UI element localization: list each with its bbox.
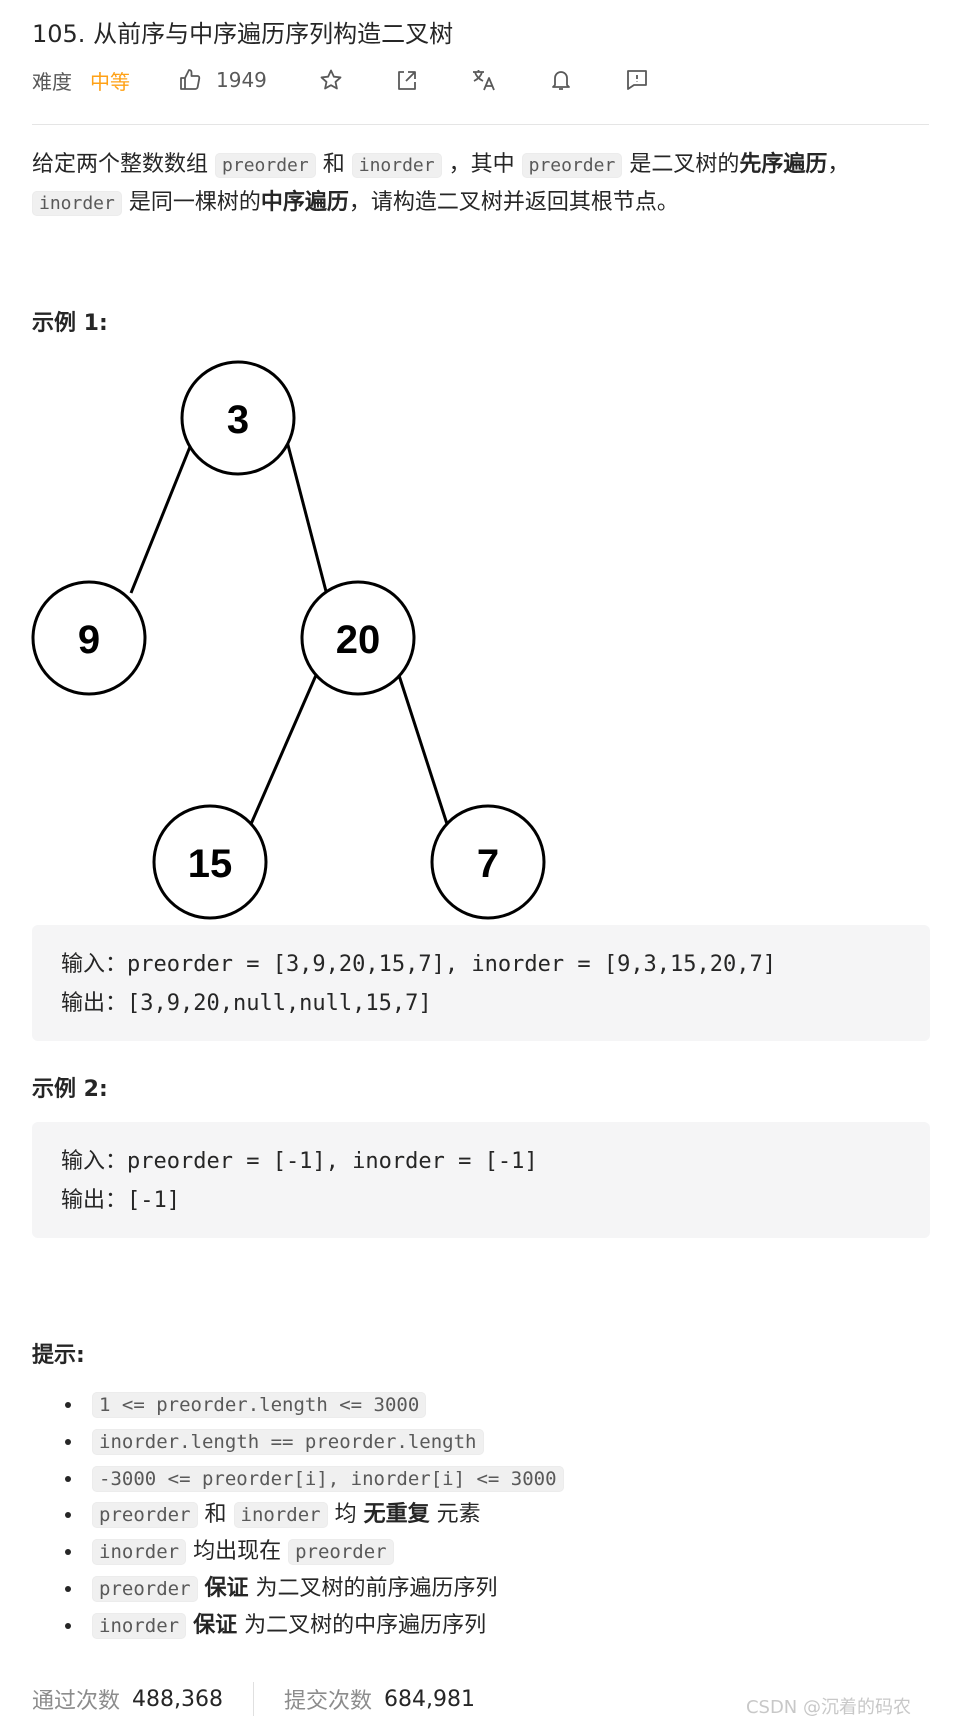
hint-text: 均 — [334, 1502, 357, 1528]
example-input-line: 输入：preorder = [-1], inorder = [-1] — [61, 1149, 538, 1174]
tree-edge — [280, 421, 330, 600]
list-item: preorder 和 inorder 均 无重复 元素 — [84, 1497, 564, 1534]
list-item: inorder.length == preorder.length — [84, 1424, 564, 1461]
example-1-title: 示例 1: — [32, 311, 108, 336]
hint-text: 元素 — [436, 1502, 481, 1528]
example-output-line: 输出：[3,9,20,null,null,15,7] — [61, 991, 432, 1016]
tree-edge — [394, 665, 449, 825]
bell-icon — [552, 71, 570, 90]
list-item: inorder 保证 为二叉树的中序遍历序列 — [84, 1608, 564, 1645]
favorite-button[interactable] — [319, 68, 343, 92]
tree-node-circle — [152, 804, 268, 920]
desc-text: 给定两个整数数组 — [32, 152, 209, 177]
tree-node-label: 15 — [188, 842, 233, 886]
hint-text: 为二叉树的中序遍历序列 — [244, 1612, 487, 1638]
desc-text: ，其中 — [448, 152, 515, 177]
tree-edge — [249, 665, 322, 825]
submissions-count: 684,981 — [384, 1686, 475, 1712]
inline-code: -3000 <= preorder[i], inorder[i] <= 3000 — [92, 1465, 564, 1492]
bold-term: 保证 — [193, 1612, 238, 1638]
inline-code: inorder — [92, 1612, 187, 1639]
inline-code: 1 <= preorder.length <= 3000 — [92, 1392, 427, 1418]
example-2-code-block: 输入：preorder = [-1], inorder = [-1] 输出：[-… — [32, 1122, 930, 1238]
example-output-line: 输出：[-1] — [61, 1188, 180, 1213]
list-item: inorder 均出现在 preorder — [84, 1534, 564, 1571]
tree-node-circle — [300, 580, 416, 696]
accepted-count: 488,368 — [132, 1686, 223, 1712]
hint-text: 均出现在 — [193, 1539, 282, 1565]
difficulty-label: 难度 — [32, 69, 72, 94]
header-divider — [32, 124, 929, 125]
inline-code: preorder — [215, 153, 316, 178]
desc-text: 是二叉树的 — [629, 152, 740, 177]
submissions-label: 提交次数 — [284, 1689, 373, 1714]
problem-title: 105. 从前序与中序遍历序列构造二叉树 — [32, 20, 454, 48]
accepted-label: 通过次数 — [32, 1689, 121, 1714]
translate-icon — [472, 70, 495, 91]
desc-text: 和 — [322, 152, 345, 177]
share-button[interactable] — [395, 68, 419, 92]
share-icon — [398, 71, 416, 90]
inline-code: preorder — [92, 1502, 198, 1529]
desc-text: 是同一棵树的 — [128, 190, 261, 215]
hints-title: 提示: — [32, 1343, 85, 1368]
inline-code: preorder — [92, 1575, 198, 1602]
tree-edge — [129, 421, 202, 594]
like-button[interactable]: 1949 — [178, 68, 267, 92]
star-icon — [320, 69, 342, 90]
example-1-code-block: 输入：preorder = [3,9,20,15,7], inorder = [… — [32, 925, 930, 1041]
bold-term: 保证 — [204, 1575, 249, 1601]
example-input-line: 输入：preorder = [3,9,20,15,7], inorder = [… — [61, 952, 777, 977]
desc-text: ，请构造二叉树并返回其根节点。 — [348, 190, 679, 215]
tree-node-label: 3 — [227, 398, 249, 442]
list-item: 1 <= preorder.length <= 3000 — [84, 1387, 564, 1424]
feedback-icon — [627, 70, 647, 90]
problem-description: 给定两个整数数组 preorder 和 inorder ，其中 preorder… — [32, 146, 912, 222]
inline-code: inorder — [32, 191, 122, 216]
like-count: 1949 — [216, 68, 267, 92]
difficulty-badge: 中等 — [90, 69, 130, 94]
translate-button[interactable] — [471, 67, 497, 93]
inline-code: inorder — [351, 153, 442, 178]
thumbs-up-icon — [180, 69, 201, 90]
tree-node-circle — [430, 804, 546, 920]
hint-text: 和 — [204, 1502, 227, 1528]
hint-text: 为二叉树的前序遍历序列 — [255, 1575, 498, 1601]
problem-meta-bar: 难度 中等 1949 — [32, 62, 649, 98]
inline-code: inorder.length == preorder.length — [92, 1428, 484, 1455]
subscribe-button[interactable] — [549, 68, 573, 92]
inline-code: inorder — [92, 1539, 187, 1566]
binary-tree-diagram: 3 9 20 15 7 — [31, 360, 546, 920]
tree-node-circle — [31, 580, 147, 696]
list-item: preorder 保证 为二叉树的前序遍历序列 — [84, 1571, 564, 1608]
tree-node-label: 7 — [477, 842, 499, 886]
tree-node-label: 9 — [78, 618, 100, 662]
watermark: CSDN @沉着的码农 — [745, 1697, 911, 1718]
stats-divider — [253, 1682, 254, 1716]
tree-node-circle — [180, 360, 296, 476]
bold-term: 中序遍历 — [260, 190, 349, 215]
list-item: -3000 <= preorder[i], inorder[i] <= 3000 — [84, 1461, 564, 1498]
example-2-title: 示例 2: — [32, 1077, 108, 1102]
constraints-list: 1 <= preorder.length <= 3000 inorder.len… — [84, 1387, 564, 1645]
inline-code: inorder — [233, 1502, 328, 1529]
inline-code: preorder — [288, 1539, 394, 1566]
desc-text: ， — [827, 152, 850, 177]
submission-stats: 通过次数 488,368 提交次数 684,981 — [32, 1682, 475, 1716]
tree-node-label: 20 — [336, 618, 381, 662]
feedback-button[interactable] — [625, 68, 649, 92]
inline-code: preorder — [521, 153, 623, 178]
bold-term: 先序遍历 — [739, 152, 828, 177]
bold-term: 无重复 — [363, 1502, 430, 1528]
